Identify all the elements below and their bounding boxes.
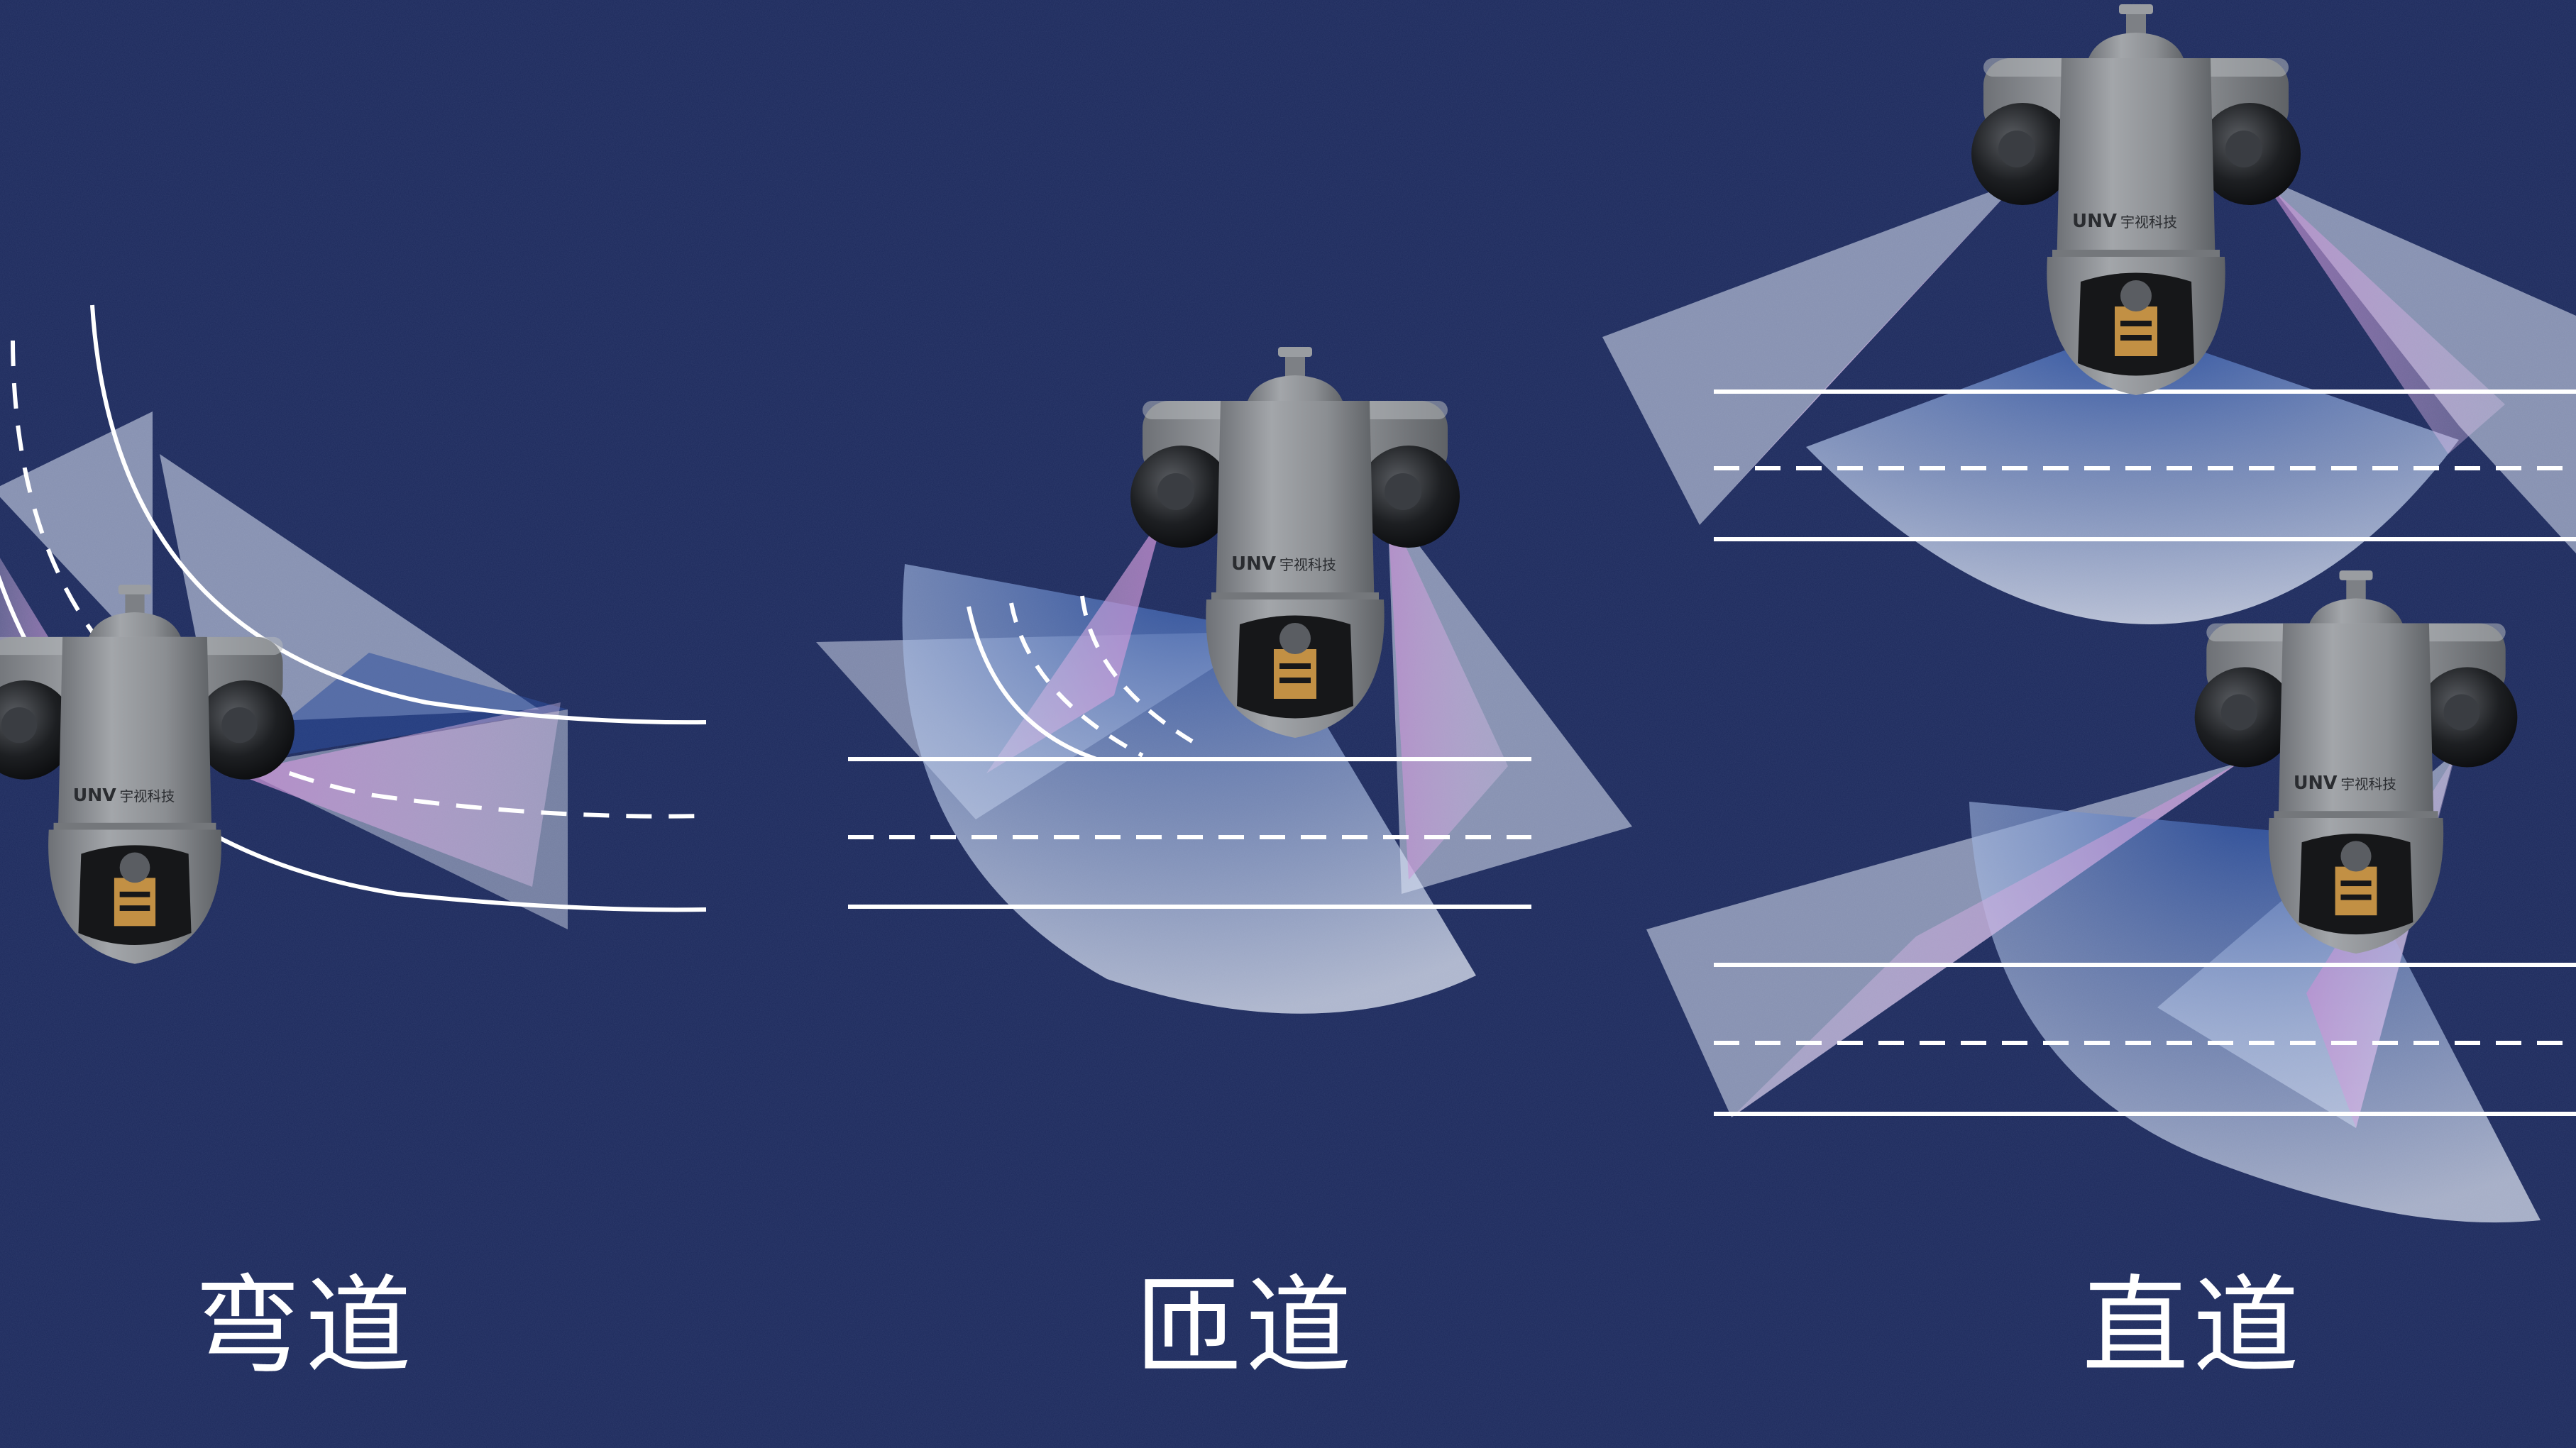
road-center-line bbox=[11, 340, 707, 819]
fov-sector bbox=[1806, 326, 2459, 624]
camera-beam bbox=[2264, 181, 2505, 454]
camera-beam bbox=[234, 702, 561, 887]
road-edge-line bbox=[90, 304, 707, 725]
fov-sector bbox=[234, 653, 568, 763]
fov-sector bbox=[0, 411, 153, 660]
caption-curve: 弯道 bbox=[194, 1265, 416, 1388]
ramp-line bbox=[1080, 595, 1194, 744]
caption-ramp: 匝道 bbox=[1134, 1265, 1356, 1388]
camera-beam bbox=[1732, 763, 2239, 1117]
curve-scene bbox=[0, 304, 707, 964]
ramp-line bbox=[967, 606, 1097, 761]
fov-sector bbox=[1602, 181, 2019, 525]
ramp-line bbox=[1009, 602, 1144, 758]
straight-scene bbox=[1602, 4, 2576, 1223]
camera-beam bbox=[986, 514, 1164, 773]
ramp-scene bbox=[816, 347, 1632, 1014]
caption-straight: 直道 bbox=[2081, 1265, 2303, 1388]
camera-beam bbox=[1387, 507, 1508, 880]
camera-beam bbox=[1700, 181, 2019, 525]
fov-sector bbox=[1969, 802, 2541, 1223]
